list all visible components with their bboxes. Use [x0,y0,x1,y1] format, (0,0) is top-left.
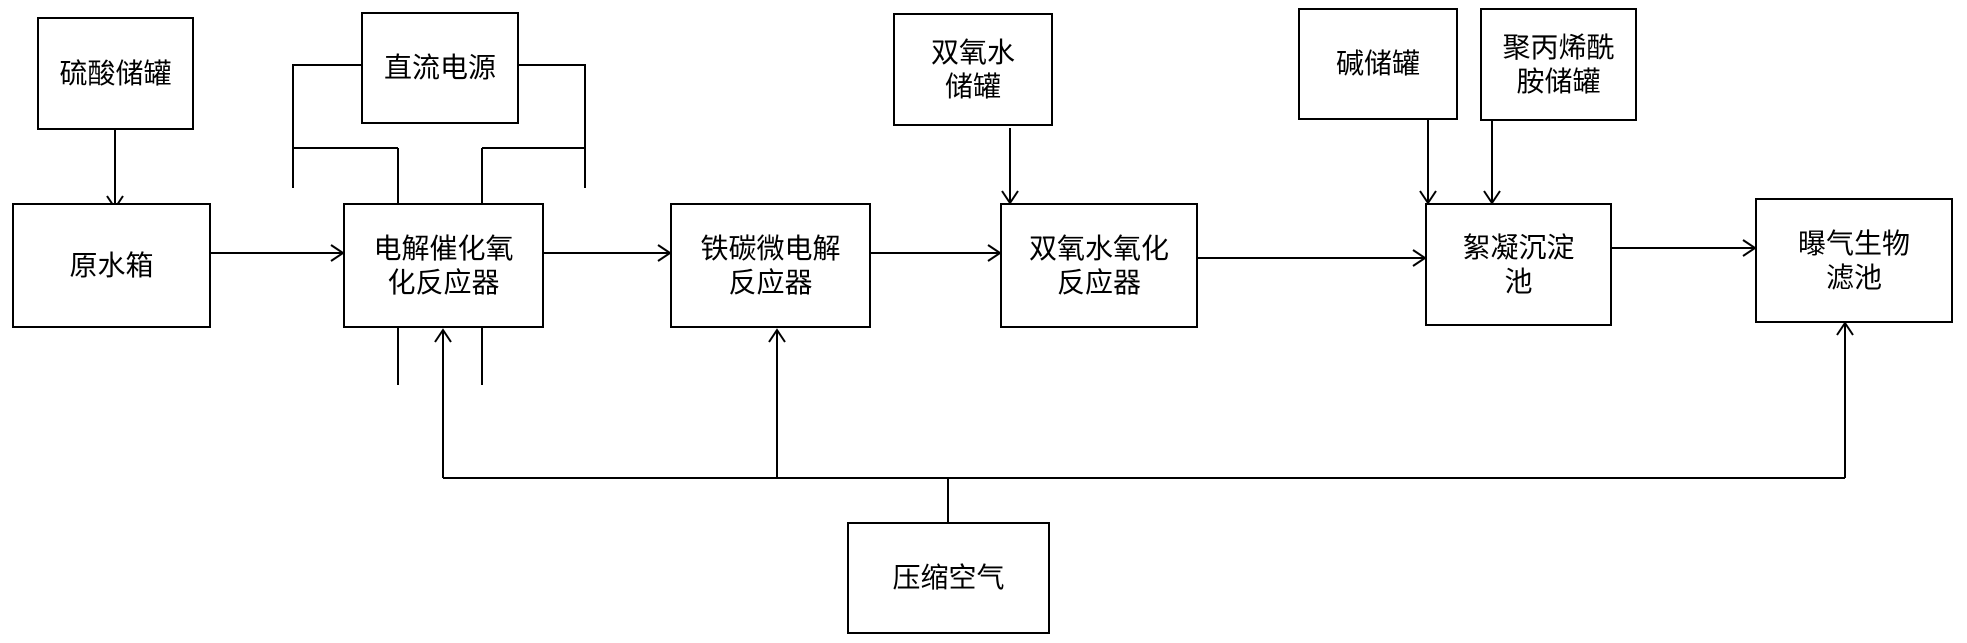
electrolytic-catalytic-oxidation-reactor: 电解催化氧 化反应器 [343,203,544,328]
raw-water-tank: 原水箱 [12,203,211,328]
alkali-tank: 碱储罐 [1298,8,1458,120]
sulfuric-acid-tank: 硫酸储罐 [37,17,194,130]
baf-label-2: 滤池 [1825,260,1882,294]
polyacrylamide-tank: 聚丙烯酰 胺储罐 [1480,8,1637,121]
hydrogen-peroxide-oxidation-reactor: 双氧水氧化 反应器 [1000,203,1198,328]
electro-reactor-label-2: 化反应器 [387,265,500,299]
biological-aerated-filter: 曝气生物 滤池 [1755,198,1953,323]
flocculation-label-1: 絮凝沉淀 [1462,230,1575,264]
raw-water-tank-label: 原水箱 [69,248,154,282]
flocculation-sedimentation-tank: 絮凝沉淀 池 [1425,203,1612,326]
polyacrylamide-tank-label-2: 胺储罐 [1516,64,1601,98]
dc-power-supply-label: 直流电源 [383,51,496,84]
hydrogen-peroxide-tank-label-1: 双氧水 [930,35,1015,69]
h2o2-reactor-label-2: 反应器 [1056,265,1141,299]
hydrogen-peroxide-tank: 双氧水 储罐 [893,13,1053,126]
dc-power-supply: 直流电源 [361,12,519,124]
iron-carbon-micro-electrolysis-reactor: 铁碳微电解 反应器 [670,203,871,328]
electro-reactor-label-1: 电解催化氧 [373,231,514,265]
fe-c-reactor-label-2: 反应器 [728,265,813,299]
alkali-tank-label: 碱储罐 [1335,47,1420,80]
sulfuric-acid-tank-label: 硫酸储罐 [59,56,172,90]
polyacrylamide-tank-label-1: 聚丙烯酰 [1502,30,1615,64]
compressed-air-label: 压缩空气 [892,561,1005,594]
baf-label-1: 曝气生物 [1797,226,1910,260]
hydrogen-peroxide-tank-label-2: 储罐 [944,69,1001,103]
h2o2-reactor-label-1: 双氧水氧化 [1028,231,1169,265]
flocculation-label-2: 池 [1504,264,1533,298]
compressed-air: 压缩空气 [847,522,1050,634]
fe-c-reactor-label-1: 铁碳微电解 [700,231,841,265]
